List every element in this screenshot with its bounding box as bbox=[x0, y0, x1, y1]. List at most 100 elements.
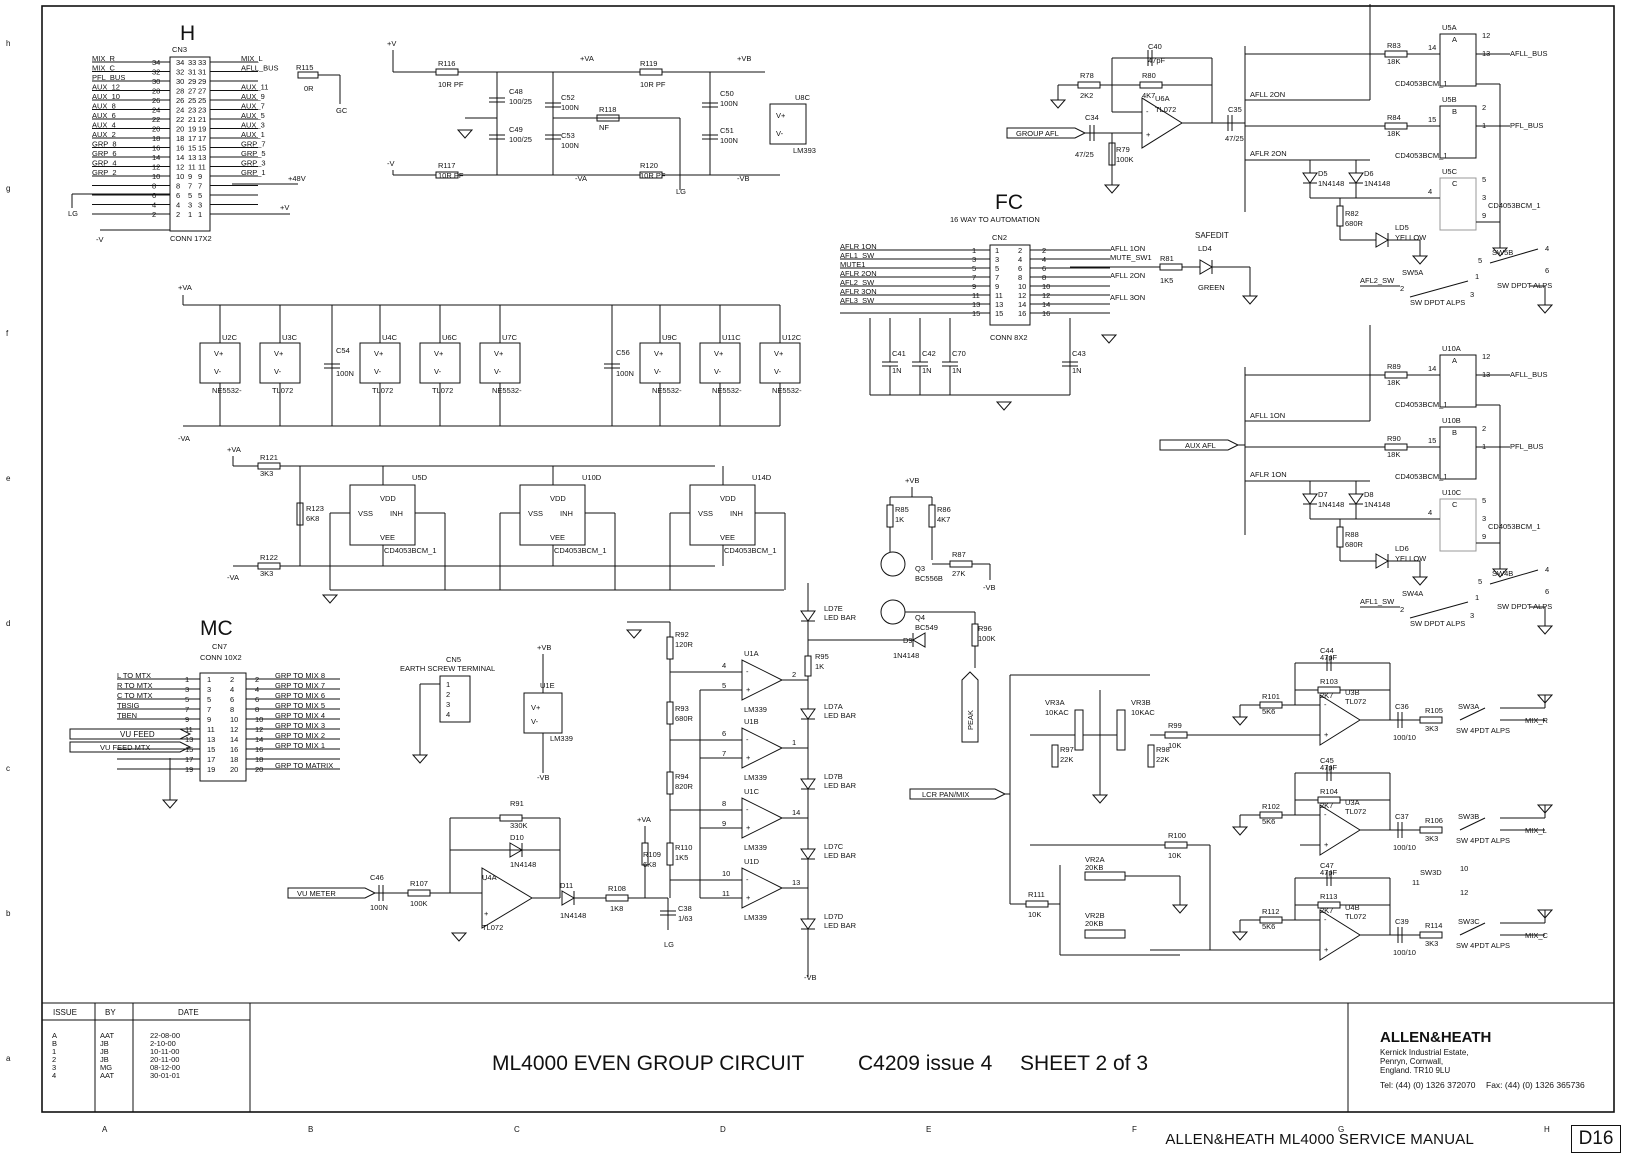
svg-text:R119: R119 bbox=[640, 59, 657, 68]
svg-text:16: 16 bbox=[1018, 309, 1026, 318]
svg-text:U4B: U4B bbox=[1345, 903, 1360, 912]
svg-text:VSS: VSS bbox=[358, 509, 373, 518]
svg-text:C53: C53 bbox=[561, 131, 575, 140]
cn2-signal-right: AFLL 1ON bbox=[1110, 244, 1145, 253]
svg-text:CD4053BCM_1: CD4053BCM_1 bbox=[1395, 472, 1448, 481]
ic-u14d bbox=[689, 484, 756, 546]
cn3-pin-inner-left: 14 bbox=[176, 153, 184, 162]
cn3-signal-left: GRP_8 bbox=[92, 140, 117, 149]
svg-text:CONN 8X2: CONN 8X2 bbox=[990, 333, 1028, 342]
svg-text:0R: 0R bbox=[304, 84, 314, 93]
cn3-signal-right: AUX_1 bbox=[241, 130, 265, 139]
svg-text:R107: R107 bbox=[410, 879, 428, 888]
svg-text:R99: R99 bbox=[1168, 721, 1182, 730]
ic-u2c bbox=[199, 342, 241, 384]
svg-text:13: 13 bbox=[207, 735, 215, 744]
svg-text:1N: 1N bbox=[1072, 366, 1082, 375]
svg-text:1K: 1K bbox=[815, 662, 824, 671]
cn3-pin-right: 9 bbox=[198, 172, 202, 181]
cn3-pin-right: 1 bbox=[198, 210, 202, 219]
svg-text:C35: C35 bbox=[1228, 105, 1242, 114]
svg-text:R123: R123 bbox=[306, 504, 324, 513]
sw-4pdt-part: SW 4PDT ALPS bbox=[1456, 726, 1510, 735]
ic-part-u3c: TL072 bbox=[272, 386, 293, 395]
svg-text:100N: 100N bbox=[561, 103, 579, 112]
svg-text:9: 9 bbox=[1482, 532, 1486, 541]
sw-dpdt-part: SW DPDT ALPS bbox=[1497, 602, 1552, 611]
svg-text:U11C: U11C bbox=[722, 333, 741, 342]
svg-text:GC: GC bbox=[336, 106, 348, 115]
svg-text:2: 2 bbox=[1400, 284, 1404, 293]
cn3-signal-left: AUX_8 bbox=[92, 102, 116, 111]
drawing-sheet: SHEET 2 of 3 bbox=[1020, 1052, 1148, 1075]
svg-text:100N: 100N bbox=[720, 99, 738, 108]
svg-text:10K: 10K bbox=[1168, 851, 1181, 860]
svg-text:C43: C43 bbox=[1072, 349, 1086, 358]
svg-text:9: 9 bbox=[1482, 211, 1486, 220]
grid-row-h: h bbox=[6, 39, 10, 48]
svg-text:27K: 27K bbox=[952, 569, 965, 578]
svg-text:2K7: 2K7 bbox=[1320, 691, 1333, 700]
svg-text:VR3A: VR3A bbox=[1045, 698, 1065, 707]
svg-text:V-: V- bbox=[714, 367, 722, 376]
cn7-signal-right: GRP TO MIX 7 bbox=[275, 681, 325, 690]
svg-text:C48: C48 bbox=[509, 87, 523, 96]
ic-u12c bbox=[759, 342, 801, 384]
svg-text:1N4148: 1N4148 bbox=[1318, 500, 1344, 509]
afll-bus-out: AFLL_BUS bbox=[1510, 370, 1548, 379]
cn3-signal-right: GRP_5 bbox=[241, 149, 266, 158]
aux-afl-section: AUX AFL bbox=[1159, 367, 1246, 535]
svg-text:+VB: +VB bbox=[905, 476, 919, 485]
svg-text:LG: LG bbox=[68, 209, 78, 218]
svg-text:LM393: LM393 bbox=[793, 146, 816, 155]
rev-issue: 3 bbox=[52, 1063, 56, 1072]
svg-text:2: 2 bbox=[1400, 605, 1404, 614]
svg-text:2: 2 bbox=[1482, 424, 1486, 433]
opamp-u4b bbox=[1319, 909, 1361, 961]
svg-text:16: 16 bbox=[230, 745, 238, 754]
svg-text:4: 4 bbox=[446, 710, 450, 719]
svg-text:8: 8 bbox=[722, 799, 726, 808]
cn3-pin-inner-right: 19 bbox=[188, 125, 196, 134]
cn2-signal-right: AFLL 3ON bbox=[1110, 293, 1145, 302]
svg-text:47pF: 47pF bbox=[1148, 56, 1166, 65]
rev-by: JB bbox=[100, 1055, 109, 1064]
svg-text:D6: D6 bbox=[1364, 169, 1374, 178]
svg-text:C41: C41 bbox=[892, 349, 906, 358]
svg-text:B: B bbox=[1452, 428, 1457, 437]
cn3-pin-right: 17 bbox=[198, 134, 206, 143]
cn3-pin-inner-left: 32 bbox=[176, 68, 184, 77]
svg-text:3K3: 3K3 bbox=[1425, 724, 1438, 733]
svg-text:5: 5 bbox=[1482, 496, 1486, 505]
svg-text:3: 3 bbox=[1482, 514, 1486, 523]
svg-text:1: 1 bbox=[207, 675, 211, 684]
svg-text:680R: 680R bbox=[1345, 219, 1364, 228]
svg-text:-: - bbox=[1146, 107, 1149, 116]
svg-text:R78: R78 bbox=[1080, 71, 1094, 80]
svg-text:LD7A: LD7A bbox=[824, 702, 843, 711]
svg-text:R86: R86 bbox=[937, 505, 951, 514]
svg-text:VR3B: VR3B bbox=[1131, 698, 1151, 707]
svg-text:10R PF: 10R PF bbox=[640, 171, 666, 180]
svg-text:R98: R98 bbox=[1156, 745, 1170, 754]
svg-text:2K7: 2K7 bbox=[1320, 906, 1333, 915]
svg-text:U9C: U9C bbox=[662, 333, 678, 342]
svg-text:10R PF: 10R PF bbox=[640, 80, 666, 89]
svg-text:-V: -V bbox=[387, 159, 395, 168]
cn3-pin-inner-right: 29 bbox=[188, 77, 196, 86]
switch-u5b bbox=[1439, 105, 1477, 159]
company-address-3: England. TR10 9LU bbox=[1380, 1066, 1450, 1075]
svg-text:V+: V+ bbox=[214, 349, 224, 358]
svg-text:R103: R103 bbox=[1320, 677, 1338, 686]
cn3-signal-right: AUX_9 bbox=[241, 92, 265, 101]
svg-text:R96: R96 bbox=[978, 624, 992, 633]
rev-issue: B bbox=[52, 1039, 57, 1048]
svg-text:A: A bbox=[1452, 35, 1457, 44]
svg-text:+VA: +VA bbox=[178, 283, 192, 292]
svg-text:3: 3 bbox=[1482, 193, 1486, 202]
cn3-pin-inner-right: 3 bbox=[188, 201, 192, 210]
